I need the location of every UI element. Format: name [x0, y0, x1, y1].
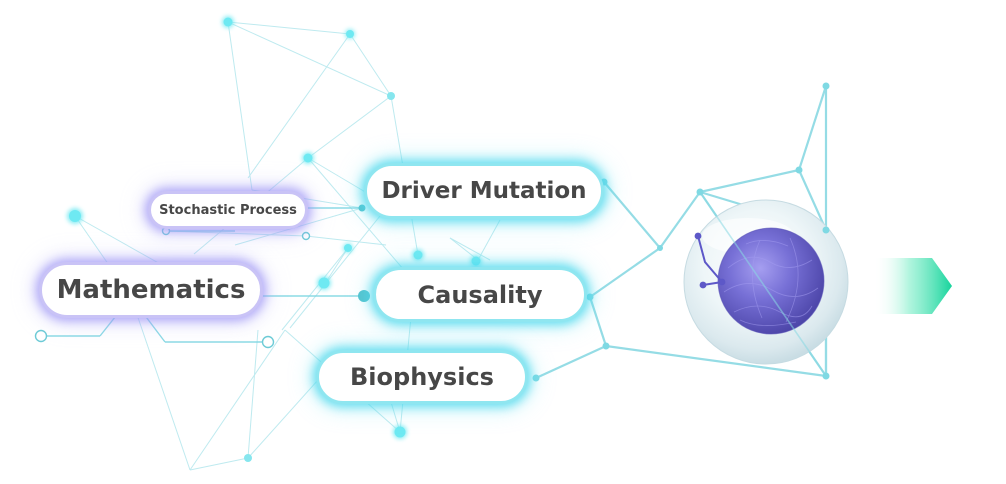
node-mathematics-label: Mathematics — [56, 275, 246, 305]
node-causality-label: Causality — [417, 280, 543, 309]
ring-nodes — [34, 226, 311, 349]
node-driver-mutation-label: Driver Mutation — [381, 178, 587, 204]
node-causality: Causality — [373, 267, 587, 322]
node-biophysics-label: Biophysics — [350, 363, 494, 391]
node-mathematics: Mathematics — [39, 262, 263, 318]
node-biophysics: Biophysics — [316, 350, 528, 404]
background-network — [74, 21, 501, 471]
node-driver-mutation: Driver Mutation — [364, 163, 604, 219]
network-nodes — [67, 16, 830, 462]
node-stochastic-process: Stochastic Process — [148, 191, 308, 229]
arrow-right-icon — [874, 258, 952, 314]
cell-icon — [683, 191, 849, 377]
node-stochastic-process-label: Stochastic Process — [159, 202, 297, 218]
